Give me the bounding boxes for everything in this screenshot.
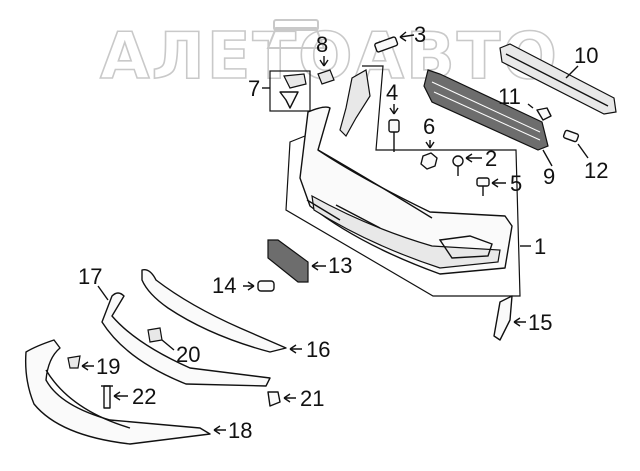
- callout-6: 6: [423, 114, 435, 139]
- pin-part-22: [101, 385, 113, 409]
- callout-17: 17: [78, 264, 102, 289]
- callout-19: 19: [96, 354, 120, 379]
- callout-13: 13: [328, 253, 352, 278]
- clip-part-7: [279, 73, 307, 109]
- callout-8: 8: [316, 32, 328, 57]
- bolt-part-11: [536, 107, 552, 121]
- callout-12: 12: [584, 158, 608, 183]
- leader-3: [399, 31, 415, 42]
- callout-15: 15: [528, 310, 552, 335]
- callout-16: 16: [306, 337, 330, 362]
- callout-20: 20: [176, 342, 200, 367]
- energy-absorber-part-9: [423, 69, 549, 151]
- callout-9: 9: [543, 164, 555, 189]
- leader-16: [289, 344, 302, 354]
- front-bumper-cover: [299, 106, 513, 275]
- watermark: АЛЕТОАВТО: [99, 19, 559, 95]
- bolt-part-4: [388, 119, 400, 152]
- car-logo-icon: [266, 19, 326, 49]
- bumper-group-frame: [285, 65, 521, 297]
- license-bracket-part-13: [267, 239, 309, 283]
- leader-2: [465, 153, 482, 163]
- callout-22: 22: [132, 384, 156, 409]
- leader-17: [97, 285, 109, 301]
- callout-11: 11: [498, 84, 521, 109]
- bolt-part-2: [452, 155, 464, 176]
- leader-21: [283, 393, 296, 403]
- leader-10: [565, 65, 579, 79]
- push-pin-part-19: [67, 355, 81, 369]
- callout-4: 4: [386, 80, 398, 105]
- leader-8: [319, 56, 329, 67]
- leader-18: [213, 425, 226, 435]
- leader-11: [527, 103, 534, 109]
- lower-lip-part-18: [24, 339, 211, 445]
- leader-5: [491, 178, 506, 188]
- bolt-part-21: [267, 391, 281, 407]
- bumper-bracket-left: [339, 69, 371, 137]
- callout-7: 7: [248, 76, 260, 101]
- clip-part-20: [147, 327, 163, 343]
- callout-5: 5: [510, 171, 522, 196]
- leader-20: [161, 339, 175, 351]
- callout-1: 1: [534, 234, 546, 259]
- bolt-part-12: [562, 129, 580, 143]
- leader-15: [513, 317, 526, 327]
- leader-22: [113, 391, 128, 401]
- callout-18: 18: [228, 418, 252, 443]
- reinforcement-bar-part-10: [499, 43, 617, 115]
- callout-3: 3: [414, 22, 426, 47]
- retainer-part-8: [317, 69, 335, 85]
- leader-4: [389, 104, 399, 115]
- callout-14: 14: [212, 273, 236, 298]
- deflector-part-16: [141, 269, 287, 353]
- callout-10: 10: [574, 43, 598, 68]
- leader-13: [311, 261, 326, 271]
- part-7-frame: [269, 70, 311, 112]
- leader-19: [81, 361, 94, 371]
- nut-part-6: [420, 152, 438, 170]
- watermark-text: АЛЕТОАВТО: [100, 20, 559, 94]
- screw-part-14: [257, 280, 275, 292]
- leader-12: [577, 143, 589, 159]
- leader-9: [542, 149, 553, 167]
- callout-21: 21: [300, 386, 324, 411]
- leader-14: [243, 281, 255, 291]
- leader-6: [425, 140, 435, 149]
- trim-part-15: [493, 295, 513, 341]
- splitter-part-17: [101, 292, 271, 387]
- bolt-part-5: [476, 177, 490, 196]
- callout-2: 2: [485, 146, 497, 171]
- screw-part-3: [374, 36, 399, 53]
